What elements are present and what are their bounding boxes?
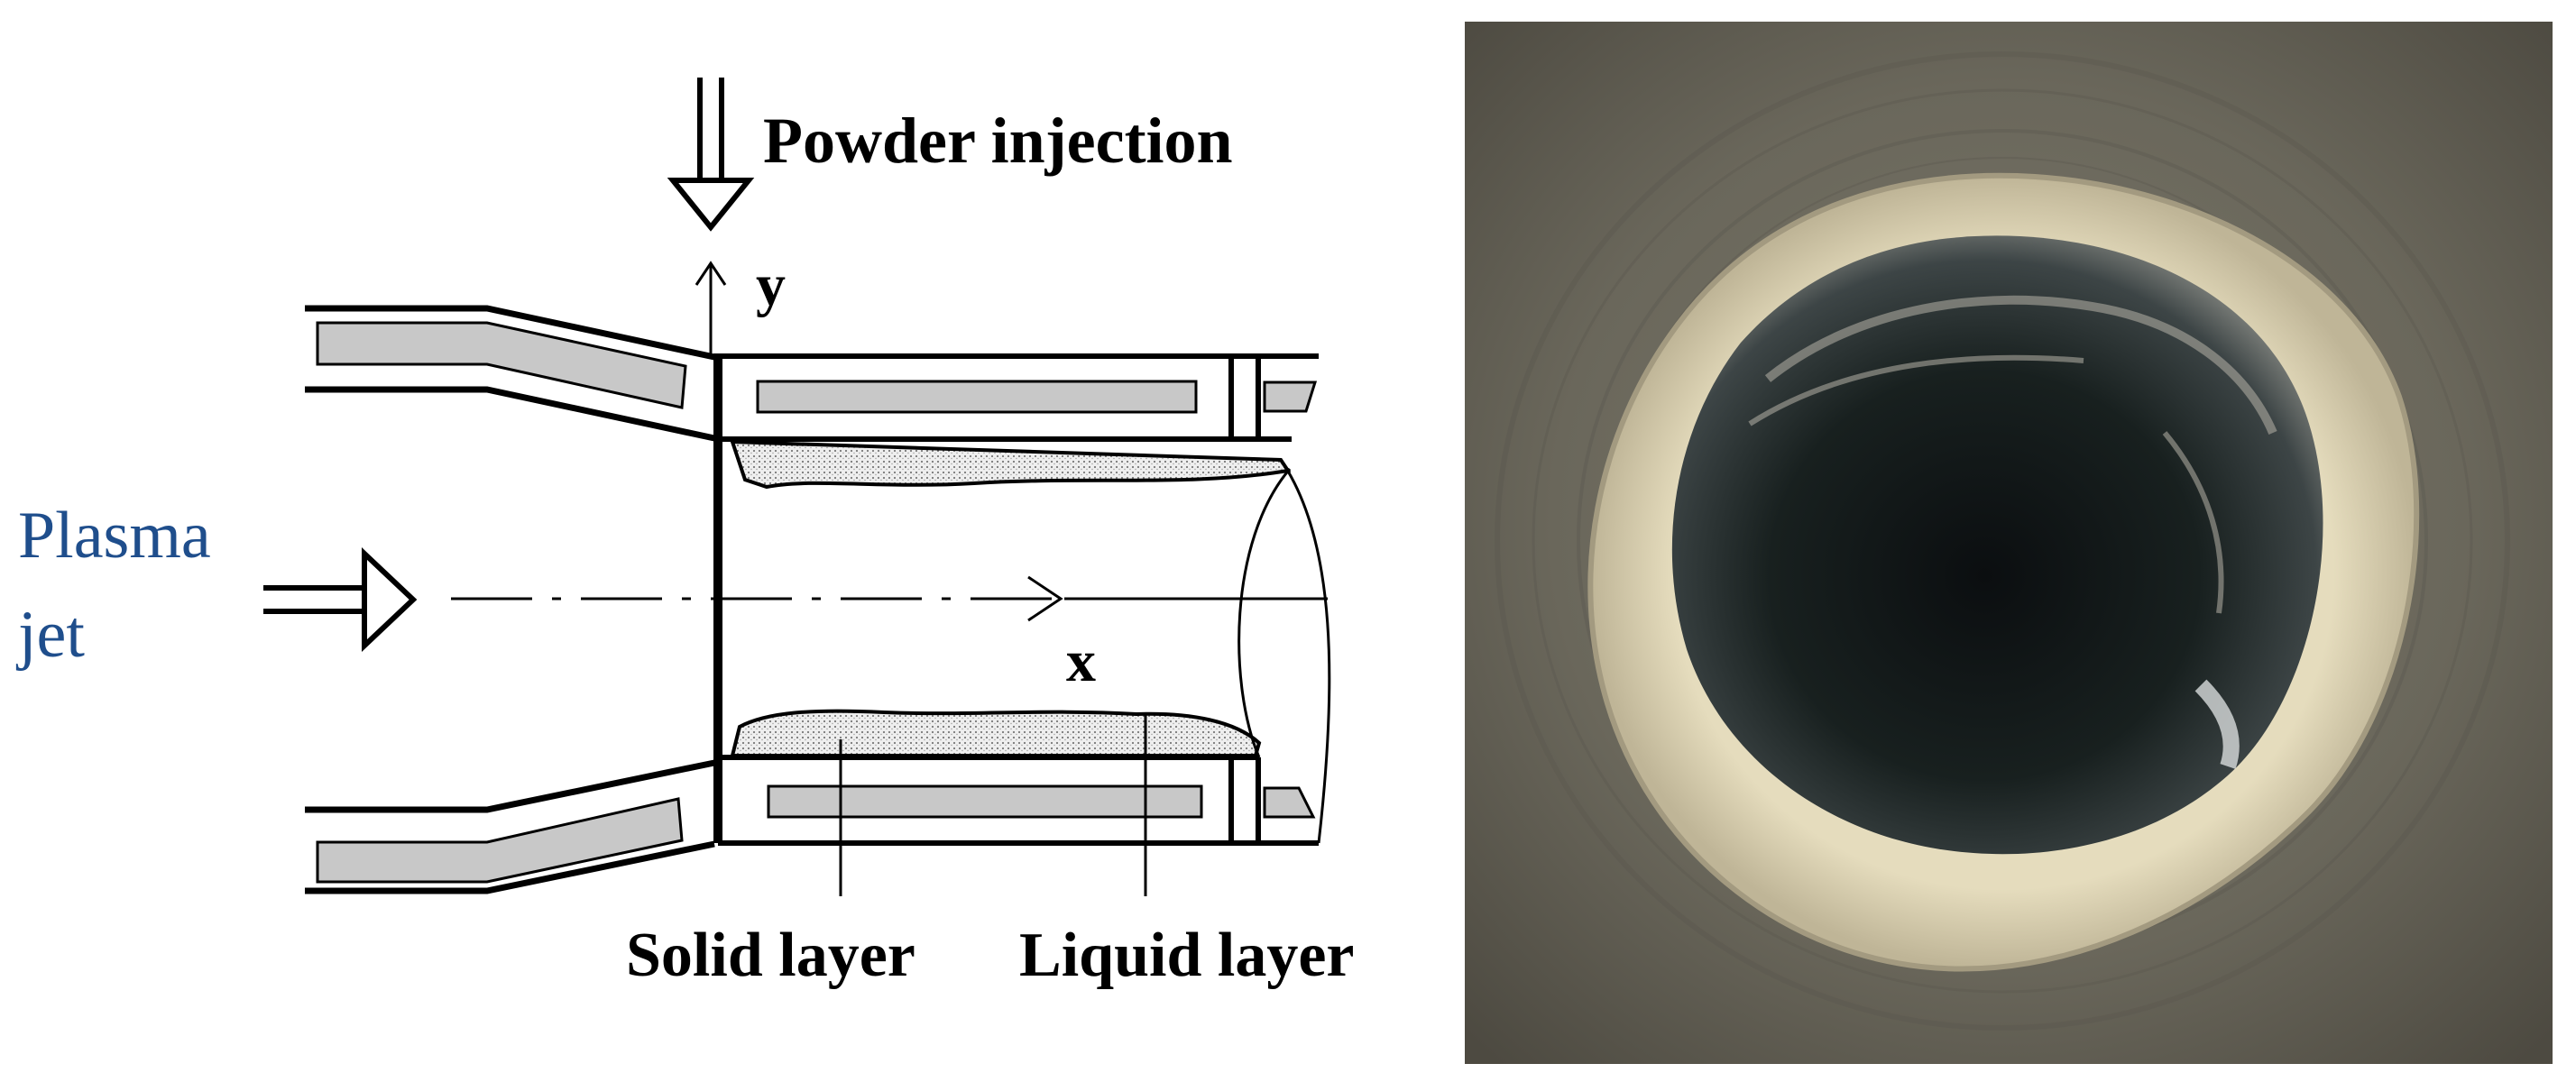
upper-deposit-layer <box>730 439 1292 490</box>
upper-anode-block <box>718 353 1319 442</box>
plasma-jet-arrow <box>263 547 418 652</box>
solid-layer-label: Solid layer <box>626 921 915 990</box>
upper-nozzle-insert <box>316 321 687 409</box>
bore-photograph <box>1465 22 2553 1064</box>
lower-deposit-layer <box>730 709 1262 757</box>
bore-wall-highlights <box>1748 295 2277 769</box>
plasma-label: Plasma <box>18 499 211 573</box>
bore-opening <box>1671 235 2323 855</box>
y-axis-arrow <box>695 261 727 356</box>
jet-label: jet <box>15 598 85 672</box>
liquid-layer-label: Liquid layer <box>1019 921 1354 990</box>
torch-schematic <box>263 78 1331 896</box>
y-axis-label: y <box>756 252 786 318</box>
lower-nozzle-wall <box>305 759 715 894</box>
lower-anode-block <box>718 755 1319 846</box>
jet-plume-exit <box>1237 459 1331 844</box>
x-axis-centerline <box>451 575 1328 622</box>
powder-injection-arrow <box>667 78 755 232</box>
lower-nozzle-insert <box>316 797 684 884</box>
powder-injection-label: Powder injection <box>763 105 1233 177</box>
x-axis-label: x <box>1066 628 1096 694</box>
upper-nozzle-wall <box>305 305 715 442</box>
